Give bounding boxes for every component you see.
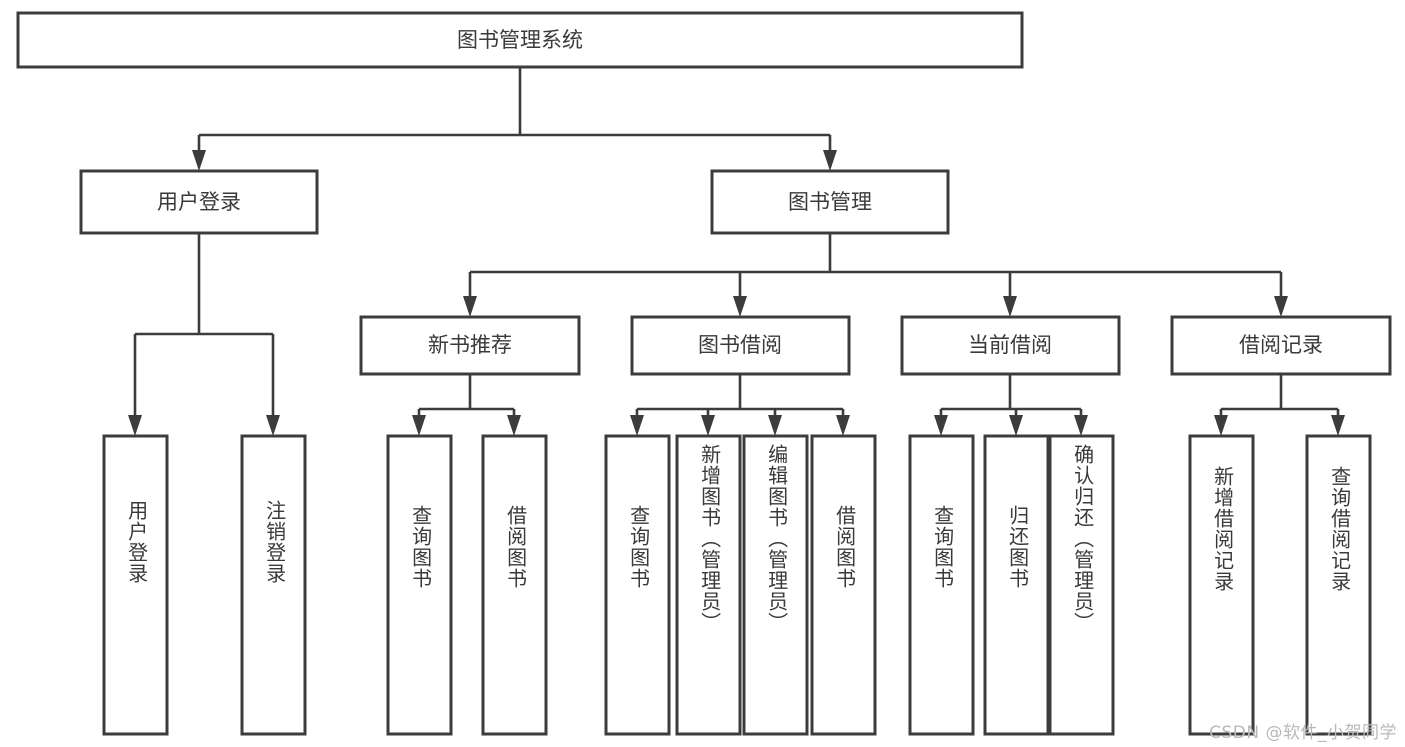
node-book-borrow-box[interactable] [630,315,851,376]
node-new-book-recommend[interactable]: 新书推荐 [359,315,581,376]
arrowhead-borrow [733,296,747,317]
node-root[interactable]: 图书管理系统 [16,11,1024,69]
arrowhead-current [1003,296,1017,317]
arrowhead-borrow-c2 [701,415,715,436]
node-book-management-box[interactable] [710,169,950,235]
watermark: CSDN @软件_小贺同学 [1209,723,1397,743]
leaf-box-add-borrow-record[interactable] [1188,434,1255,736]
leaf-box-user-login[interactable] [102,434,169,736]
connector-group [128,67,1345,436]
node-user-login[interactable]: 用户登录 [79,169,319,235]
leaf-box-edit-book-admin[interactable] [742,434,809,736]
arrowhead-record-c1 [1214,415,1228,436]
node-book-management-label: 图书管理 [788,190,872,214]
node-user-login-box[interactable] [79,169,319,235]
arrowhead-book-manage [823,150,837,171]
arrowhead-newbook-c1 [412,415,426,436]
arrowhead-borrow-c1 [630,415,644,436]
arrowhead-newbook-c2 [507,415,521,436]
leaf-box-borrow-book[interactable] [810,434,877,736]
leaf-box-group [102,434,1372,736]
arrowhead-record [1274,296,1288,317]
arrowhead-record-c2 [1331,415,1345,436]
node-book-management[interactable]: 图书管理 [710,169,950,235]
arrowhead-newbook [463,296,477,317]
leaf-box-add-book-admin[interactable] [675,434,742,736]
node-new-book-recommend-label: 新书推荐 [428,333,512,357]
arrowhead-current-c3 [1074,415,1088,436]
leaf-box-borrow-book-recommend[interactable] [481,434,548,736]
leaf-box-return-book[interactable] [983,434,1050,736]
leaf-box-query-book-current[interactable] [908,434,975,736]
arrowhead-borrow-c4 [836,415,850,436]
leaf-box-query-book-recommend[interactable] [386,434,453,736]
leaf-box-logout[interactable] [240,434,307,736]
node-borrow-record-box[interactable] [1170,315,1392,376]
arrowhead-current-c1 [934,415,948,436]
node-root-box[interactable] [16,11,1024,69]
arrowhead-current-c2 [1009,415,1023,436]
node-borrow-record[interactable]: 借阅记录 [1170,315,1392,376]
arrowhead-userlogin-c2 [266,415,280,436]
node-root-label: 图书管理系统 [457,28,583,52]
node-user-login-label: 用户登录 [157,190,241,214]
node-book-borrow[interactable]: 图书借阅 [630,315,851,376]
node-book-borrow-label: 图书借阅 [698,333,782,357]
arrowhead-user-login [192,150,206,171]
node-current-borrow-box[interactable] [900,315,1121,376]
arrowhead-userlogin-c1 [128,415,142,436]
node-borrow-record-label: 借阅记录 [1239,333,1323,357]
node-current-borrow[interactable]: 当前借阅 [900,315,1121,376]
node-current-borrow-label: 当前借阅 [968,333,1052,357]
leaf-box-query-book-borrow[interactable] [604,434,671,736]
leaf-box-query-borrow-record[interactable] [1305,434,1372,736]
leaf-box-confirm-return-admin[interactable] [1048,434,1115,736]
node-new-book-recommend-box[interactable] [359,315,581,376]
arrowhead-borrow-c3 [768,415,782,436]
